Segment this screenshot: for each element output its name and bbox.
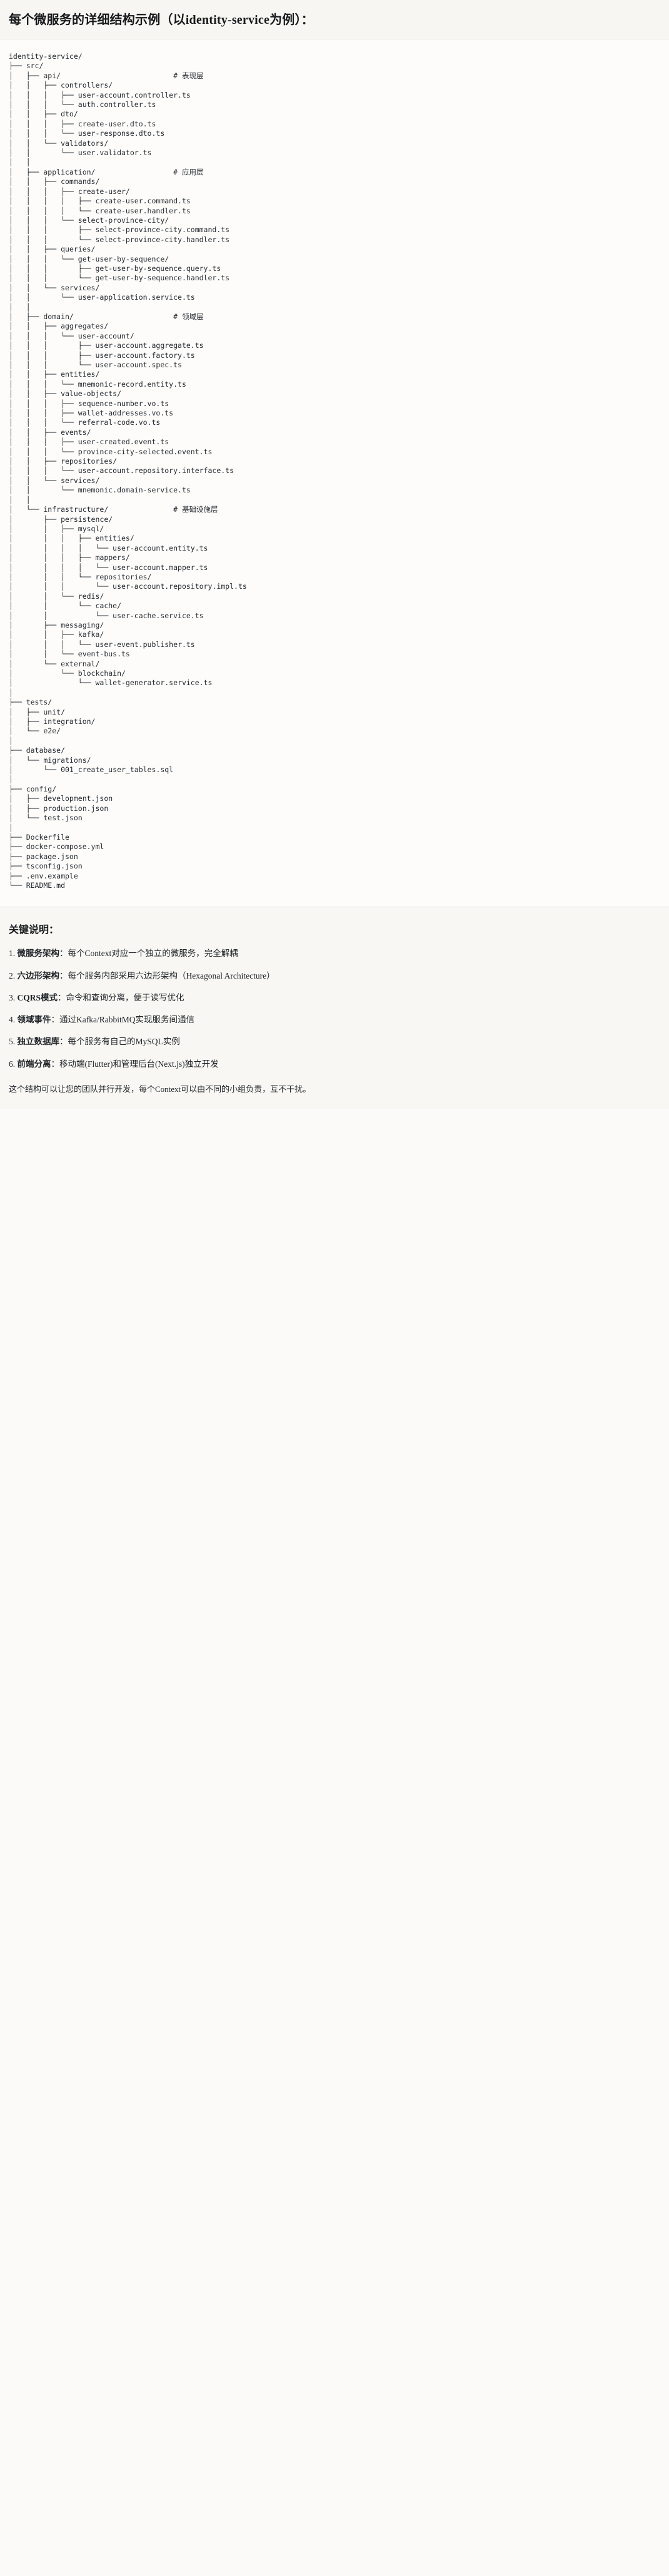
key-note-description: 移动端(Flutter)和管理后台(Next.js)独立开发 <box>59 1059 219 1069</box>
directory-tree-block: identity-service/ ├── src/ │ ├── api/ # … <box>0 39 669 908</box>
key-note-description: 每个服务内部采用六边形架构（Hexagonal Architecture） <box>68 970 275 980</box>
key-note-item: 6. 前端分离：移动端(Flutter)和管理后台(Next.js)独立开发 <box>9 1058 660 1071</box>
closing-paragraph: 这个结构可以让您的团队并行开发，每个Context可以由不同的小组负责，互不干扰… <box>9 1084 311 1094</box>
key-note-term: 领域事件 <box>17 1015 51 1025</box>
key-note-term: 六边形架构 <box>17 970 60 980</box>
key-note-separator: ： <box>51 1059 60 1069</box>
key-note-separator: ： <box>59 1037 68 1047</box>
key-note-item: 5. 独立数据库：每个服务有自己的MySQL实例 <box>9 1036 660 1048</box>
page-root: 每个微服务的详细结构示例（以identity-service为例）： ident… <box>0 0 669 1109</box>
key-note-separator: ： <box>58 992 66 1002</box>
key-note-description: 每个Context对应一个独立的微服务，完全解耦 <box>68 949 238 959</box>
key-note-term: 独立数据库 <box>17 1037 60 1047</box>
directory-tree: identity-service/ ├── src/ │ ├── api/ # … <box>9 52 247 890</box>
key-note-term: CQRS模式 <box>17 992 58 1002</box>
key-note-term: 微服务架构 <box>17 949 60 959</box>
key-note-separator: ： <box>59 970 68 980</box>
key-note-item: 4. 领域事件：通过Kafka/RabbitMQ实现服务间通信 <box>9 1014 660 1026</box>
page-header: 每个微服务的详细结构示例（以identity-service为例）： <box>0 0 669 39</box>
key-note-separator: ： <box>51 1015 60 1025</box>
key-note-item: 2. 六边形架构：每个服务内部采用六边形架构（Hexagonal Archite… <box>9 970 660 982</box>
key-notes-heading: 关键说明： <box>9 925 59 936</box>
key-note-description: 每个服务有自己的MySQL实例 <box>68 1037 180 1047</box>
key-note-index: 2. <box>9 970 16 980</box>
key-note-index: 5. <box>9 1037 16 1047</box>
key-note-item: 3. CQRS模式：命令和查询分离，便于读写优化 <box>9 992 660 1004</box>
key-note-index: 3. <box>9 992 16 1002</box>
key-note-index: 4. <box>9 1015 16 1025</box>
key-note-index: 1. <box>9 949 16 959</box>
page-title: 每个微服务的详细结构示例（以identity-service为例）： <box>9 13 314 27</box>
key-note-description: 通过Kafka/RabbitMQ实现服务间通信 <box>59 1015 194 1025</box>
key-note-item: 1. 微服务架构：每个Context对应一个独立的微服务，完全解耦 <box>9 947 660 960</box>
key-note-index: 6. <box>9 1059 16 1069</box>
key-note-term: 前端分离 <box>17 1059 51 1069</box>
key-note-description: 命令和查询分离，便于读写优化 <box>66 992 184 1002</box>
key-note-separator: ： <box>59 949 68 959</box>
